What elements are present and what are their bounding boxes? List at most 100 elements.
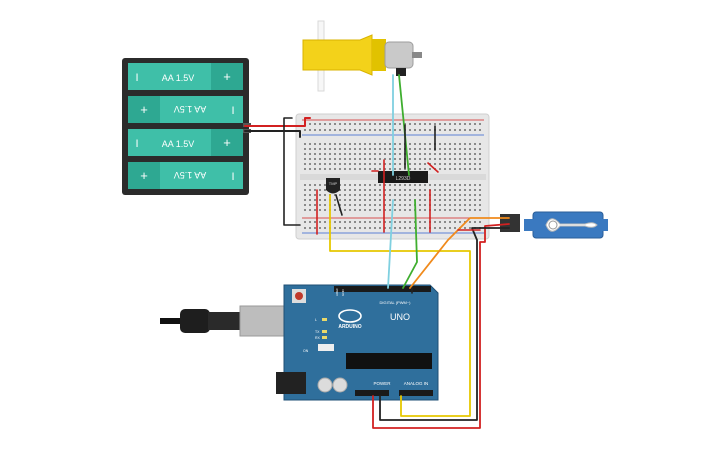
rail-hole: [429, 129, 431, 131]
terminal-hole: [359, 163, 361, 165]
terminal-hole: [324, 189, 326, 191]
rail-hole: [309, 129, 311, 131]
terminal-hole: [459, 153, 461, 155]
wires: [244, 74, 510, 429]
rail-hole: [369, 227, 371, 229]
rail-hole: [389, 123, 391, 125]
terminal-hole: [414, 189, 416, 191]
terminal-hole: [349, 184, 351, 186]
terminal-hole: [394, 204, 396, 206]
arduino-logo-text: ARDUINO: [338, 324, 361, 330]
terminal-hole: [339, 204, 341, 206]
rail-hole: [479, 123, 481, 125]
terminal-hole: [454, 194, 456, 196]
terminal-hole: [469, 204, 471, 206]
terminal-hole: [334, 148, 336, 150]
terminal-hole: [464, 168, 466, 170]
terminal-hole: [429, 184, 431, 186]
terminal-hole: [344, 209, 346, 211]
terminal-hole: [399, 148, 401, 150]
terminal-hole: [354, 168, 356, 170]
terminal-hole: [319, 168, 321, 170]
power-jack: [276, 372, 306, 394]
terminal-hole: [434, 199, 436, 201]
rail-hole: [339, 129, 341, 131]
terminal-hole: [359, 204, 361, 206]
terminal-hole: [394, 158, 396, 160]
terminal-hole: [424, 184, 426, 186]
wire-sensor-black: [335, 194, 343, 216]
terminal-hole: [379, 189, 381, 191]
wire-motor-green: [398, 74, 410, 176]
terminal-hole: [324, 153, 326, 155]
rail-hole: [394, 123, 396, 125]
terminal-hole: [324, 199, 326, 201]
terminal-hole: [424, 194, 426, 196]
battery-cell-label: AA 1.5V: [162, 139, 195, 149]
terminal-hole: [339, 153, 341, 155]
terminal-hole: [314, 194, 316, 196]
terminal-hole: [399, 194, 401, 196]
usb-plug: [180, 309, 210, 333]
rail-hole: [474, 123, 476, 125]
rail-hole: [469, 129, 471, 131]
rail-hole: [444, 227, 446, 229]
terminal-hole: [469, 168, 471, 170]
rail-hole: [349, 129, 351, 131]
terminal-hole: [374, 143, 376, 145]
terminal-hole: [359, 158, 361, 160]
terminal-hole: [444, 163, 446, 165]
dc-motor: [302, 20, 422, 92]
rail-hole: [319, 221, 321, 223]
rail-hole: [369, 129, 371, 131]
rail-hole: [334, 227, 336, 229]
rail-hole: [349, 123, 351, 125]
terminal-hole: [469, 143, 471, 145]
terminal-hole: [459, 148, 461, 150]
terminal-hole: [409, 143, 411, 145]
terminal-hole: [434, 158, 436, 160]
terminal-hole: [354, 153, 356, 155]
rail-hole: [349, 221, 351, 223]
terminal-hole: [454, 209, 456, 211]
reset-button: [295, 292, 303, 300]
servo-connector: [500, 214, 520, 232]
terminal-hole: [374, 158, 376, 160]
rail-hole: [309, 227, 311, 229]
terminal-hole: [349, 158, 351, 160]
arduino-logo-icon: [338, 309, 362, 323]
rail-hole: [424, 227, 426, 229]
terminal-hole: [309, 143, 311, 145]
rail-hole: [344, 129, 346, 131]
terminal-hole: [364, 158, 366, 160]
terminal-hole: [434, 189, 436, 191]
l293d-driver: [378, 171, 428, 183]
terminal-hole: [349, 143, 351, 145]
terminal-hole: [439, 153, 441, 155]
terminal-hole: [319, 194, 321, 196]
terminal-hole: [429, 158, 431, 160]
rail-hole: [319, 129, 321, 131]
terminal-hole: [359, 148, 361, 150]
terminal-hole: [374, 209, 376, 211]
terminal-hole: [384, 209, 386, 211]
terminal-hole: [389, 168, 391, 170]
terminal-hole: [329, 148, 331, 150]
terminal-hole: [374, 148, 376, 150]
terminal-hole: [304, 184, 306, 186]
terminal-hole: [474, 194, 476, 196]
terminal-hole: [364, 199, 366, 201]
rail-hole: [474, 221, 476, 223]
terminal-hole: [359, 199, 361, 201]
terminal-hole: [314, 209, 316, 211]
rail-hole: [434, 227, 436, 229]
rail-hole: [354, 123, 356, 125]
rail-hole: [384, 129, 386, 131]
terminal-hole: [419, 209, 421, 211]
terminal-hole: [424, 189, 426, 191]
terminal-hole: [449, 184, 451, 186]
rail-hole: [454, 221, 456, 223]
terminal-hole: [419, 184, 421, 186]
terminal-hole: [329, 168, 331, 170]
terminal-hole: [389, 143, 391, 145]
